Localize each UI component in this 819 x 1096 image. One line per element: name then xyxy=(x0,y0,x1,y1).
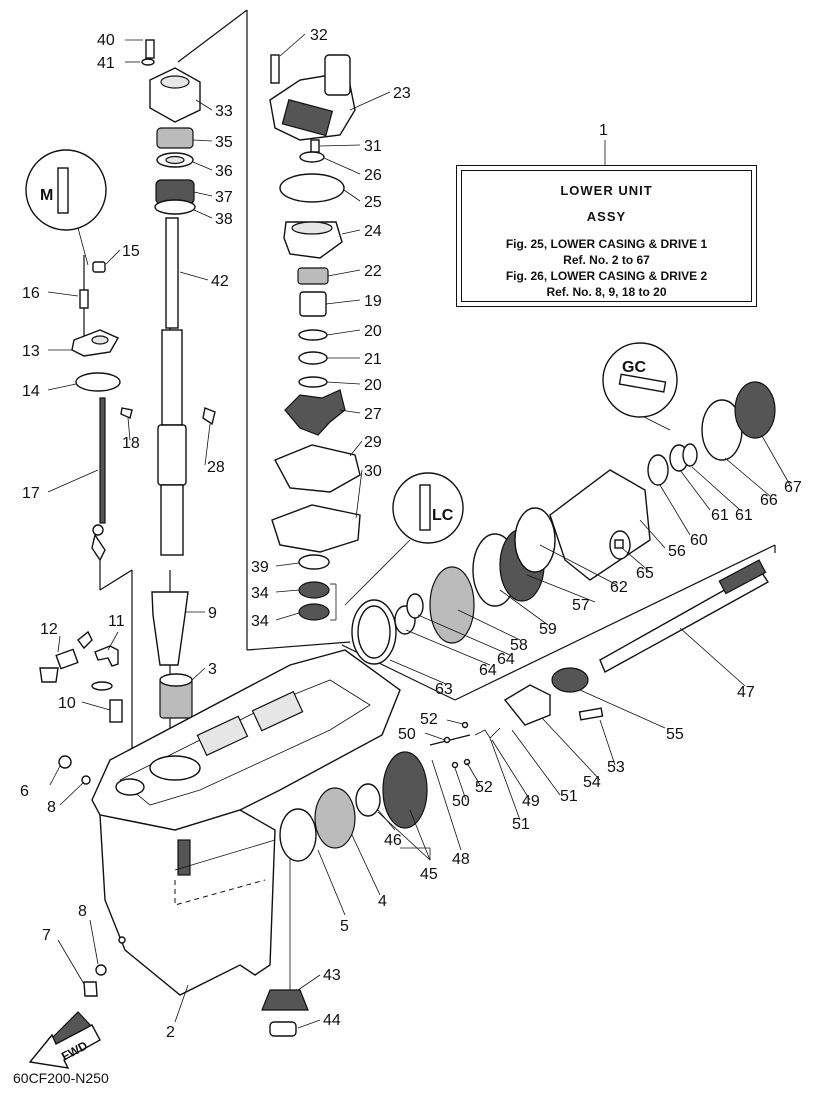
callout-43: 43 xyxy=(323,967,341,984)
callout-42: 42 xyxy=(211,273,229,290)
callout-58: 58 xyxy=(510,637,528,654)
callout-63: 63 xyxy=(435,681,453,698)
propeller-shaft-assembly xyxy=(261,381,776,1037)
callout-61-b: 61 xyxy=(735,507,753,524)
lubricant-label-lc: LC xyxy=(432,507,454,524)
callout-26: 26 xyxy=(364,167,382,184)
callout-24: 24 xyxy=(364,223,382,240)
lower-casing xyxy=(91,649,401,996)
callout-2: 2 xyxy=(166,1024,175,1041)
callout-1: 1 xyxy=(599,122,608,139)
callout-4: 4 xyxy=(378,893,387,910)
callout-56: 56 xyxy=(668,543,686,560)
callout-33: 33 xyxy=(215,103,233,120)
callout-50-b: 50 xyxy=(452,793,470,810)
callout-51-b: 51 xyxy=(560,788,578,805)
callout-22: 22 xyxy=(364,263,382,280)
diagram-reference-code: 60CF200-N250 xyxy=(13,1070,109,1086)
callout-41: 41 xyxy=(97,55,115,72)
callout-12: 12 xyxy=(40,621,58,638)
callout-46: 46 xyxy=(384,832,402,849)
callout-52-b: 52 xyxy=(475,779,493,796)
callout-8-a: 8 xyxy=(47,799,56,816)
callout-62: 62 xyxy=(610,579,628,596)
callout-10: 10 xyxy=(58,695,76,712)
info-line-fig26-ref: Ref. No. 8, 9, 18 to 20 xyxy=(546,285,667,299)
callout-28: 28 xyxy=(207,459,225,476)
part-callouts: 40 41 33 35 36 37 38 42 15 16 13 14 18 2… xyxy=(20,27,802,1041)
callout-31: 31 xyxy=(364,138,382,155)
callout-16: 16 xyxy=(22,285,40,302)
callout-6: 6 xyxy=(20,783,29,800)
callout-23: 23 xyxy=(393,85,411,102)
assembly-info-box: LOWER UNIT ASSY Fig. 25, LOWER CASING & … xyxy=(456,165,757,307)
callout-25: 25 xyxy=(364,194,382,211)
callout-8-b: 8 xyxy=(78,903,87,920)
drive-shaft-stack xyxy=(91,39,216,719)
callout-20-a: 20 xyxy=(364,323,382,340)
callout-51-a: 51 xyxy=(512,816,530,833)
callout-30: 30 xyxy=(364,463,382,480)
lubricant-symbol-gc: GC xyxy=(602,342,678,418)
callout-37: 37 xyxy=(215,189,233,206)
callout-40: 40 xyxy=(97,32,115,49)
callout-27: 27 xyxy=(364,406,382,423)
callout-53: 53 xyxy=(607,759,625,776)
callout-17: 17 xyxy=(22,485,40,502)
callout-60: 60 xyxy=(690,532,708,549)
callout-3: 3 xyxy=(208,661,217,678)
callout-66: 66 xyxy=(760,492,778,509)
callout-64-a: 64 xyxy=(479,662,497,679)
callout-52-a: 52 xyxy=(420,711,438,728)
info-box-title: LOWER UNIT xyxy=(560,183,653,198)
callout-19: 19 xyxy=(364,293,382,310)
callout-54: 54 xyxy=(583,774,601,791)
callout-49: 49 xyxy=(522,793,540,810)
callout-61-a: 61 xyxy=(711,507,729,524)
callout-20-b: 20 xyxy=(364,377,382,394)
callout-35: 35 xyxy=(215,134,233,151)
callout-45: 45 xyxy=(420,866,438,883)
water-pump-column xyxy=(269,54,361,621)
callout-leader-lines xyxy=(47,33,791,1029)
lubricant-label-m: M xyxy=(40,187,53,204)
callout-5: 5 xyxy=(340,918,349,935)
callout-15: 15 xyxy=(122,243,140,260)
callout-67: 67 xyxy=(784,479,802,496)
shift-assembly xyxy=(39,261,123,1057)
callout-9: 9 xyxy=(208,605,217,622)
callout-50-a: 50 xyxy=(398,726,416,743)
callout-34-b: 34 xyxy=(251,613,269,630)
callout-48: 48 xyxy=(452,851,470,868)
callout-55: 55 xyxy=(666,726,684,743)
callout-59: 59 xyxy=(539,621,557,638)
callout-13: 13 xyxy=(22,343,40,360)
callout-38: 38 xyxy=(215,211,233,228)
callout-44: 44 xyxy=(323,1012,341,1029)
callout-11: 11 xyxy=(108,613,125,630)
callout-7: 7 xyxy=(42,927,51,944)
callout-29: 29 xyxy=(364,434,382,451)
info-box-frame: LOWER UNIT ASSY Fig. 25, LOWER CASING & … xyxy=(461,170,752,302)
lubricant-label-gc: GC xyxy=(622,359,646,376)
info-line-fig26: Fig. 26, LOWER CASING & DRIVE 2 xyxy=(505,269,708,283)
lubricant-symbol-m: M xyxy=(25,149,107,231)
callout-34-a: 34 xyxy=(251,585,269,602)
callout-64-b: 64 xyxy=(497,651,515,668)
callout-39: 39 xyxy=(251,559,269,576)
callout-36: 36 xyxy=(215,163,233,180)
callout-21: 21 xyxy=(364,351,382,368)
info-line-fig25-ref: Ref. No. 2 to 67 xyxy=(563,253,650,267)
info-box-subtitle: ASSY xyxy=(586,209,627,224)
callout-14: 14 xyxy=(22,383,40,400)
callout-32: 32 xyxy=(310,27,328,44)
callout-18: 18 xyxy=(122,435,140,452)
callout-65: 65 xyxy=(636,565,654,582)
info-line-fig25: Fig. 25, LOWER CASING & DRIVE 1 xyxy=(505,237,708,251)
callout-57: 57 xyxy=(572,597,590,614)
callout-47: 47 xyxy=(737,684,755,701)
lubricant-symbol-lc: LC xyxy=(392,472,464,544)
